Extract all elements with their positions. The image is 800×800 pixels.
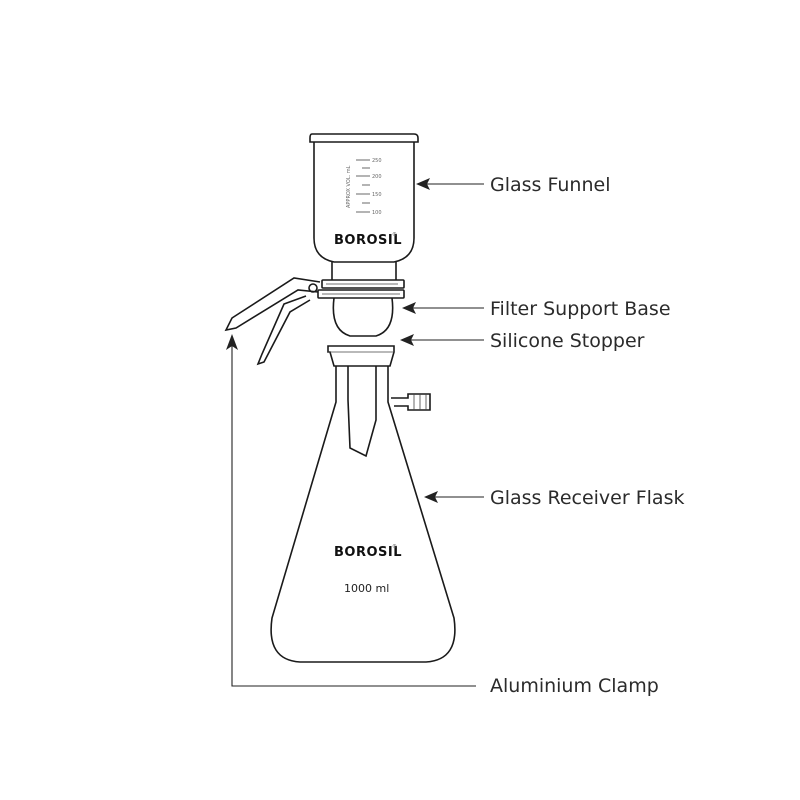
label-glass-receiver-flask: Glass Receiver Flask xyxy=(490,487,684,509)
arrowhead xyxy=(226,334,238,350)
graduation-label: 100 xyxy=(372,210,382,216)
arrowhead xyxy=(416,178,430,190)
flask-brand-mark: ® xyxy=(392,543,397,550)
aluminium-clamp xyxy=(224,277,321,366)
funnel-brand: BOROSIL xyxy=(334,233,402,248)
approx-volume-text: APPROX VOL. mL xyxy=(346,165,352,208)
flask-body xyxy=(270,366,456,663)
funnel-rim xyxy=(309,133,419,143)
clamp-band-bottom xyxy=(317,289,405,299)
flask-side-arm xyxy=(391,393,431,411)
arrow-glass-receiver-flask xyxy=(424,491,484,503)
arrow-glass-funnel xyxy=(416,178,484,190)
clamp-handle-lower xyxy=(256,295,311,366)
arrow-silicone-stopper xyxy=(400,334,484,346)
label-silicone-stopper: Silicone Stopper xyxy=(490,330,645,352)
label-aluminium-clamp: Aluminium Clamp xyxy=(490,675,659,697)
clamp-handle-upper xyxy=(224,277,321,332)
clamp-band-top xyxy=(321,279,405,289)
flask-volume: 1000 ml xyxy=(344,582,389,595)
graduation-label: 150 xyxy=(372,192,382,198)
funnel-stem xyxy=(347,366,377,458)
funnel-neck xyxy=(331,262,397,280)
clamp-pivot xyxy=(308,283,318,293)
arrowhead xyxy=(424,491,438,503)
funnel-body xyxy=(313,142,415,263)
arrow-aluminium-clamp xyxy=(226,334,476,687)
silicone-stopper xyxy=(327,345,395,367)
label-filter-support-base: Filter Support Base xyxy=(490,298,671,320)
arrow-filter-support-base xyxy=(402,302,484,314)
label-glass-funnel: Glass Funnel xyxy=(490,174,610,196)
arrowhead xyxy=(402,302,416,314)
graduation-label: 250 xyxy=(372,158,382,164)
filter-support-base xyxy=(317,279,405,337)
funnel-brand-mark: ® xyxy=(392,231,397,238)
flask-brand: BOROSIL xyxy=(334,545,402,560)
arrowhead xyxy=(400,334,414,346)
glass-receiver-flask: BOROSIL ® 1000 ml xyxy=(270,366,456,663)
glass-funnel: 250 200 150 100 APPROX VOL. mL BOROSIL ® xyxy=(309,133,419,280)
funnel-graduations: 250 200 150 100 APPROX VOL. mL xyxy=(346,158,382,216)
graduation-label: 200 xyxy=(372,174,382,180)
stopper-body xyxy=(327,345,395,367)
support-bulb xyxy=(332,297,394,337)
